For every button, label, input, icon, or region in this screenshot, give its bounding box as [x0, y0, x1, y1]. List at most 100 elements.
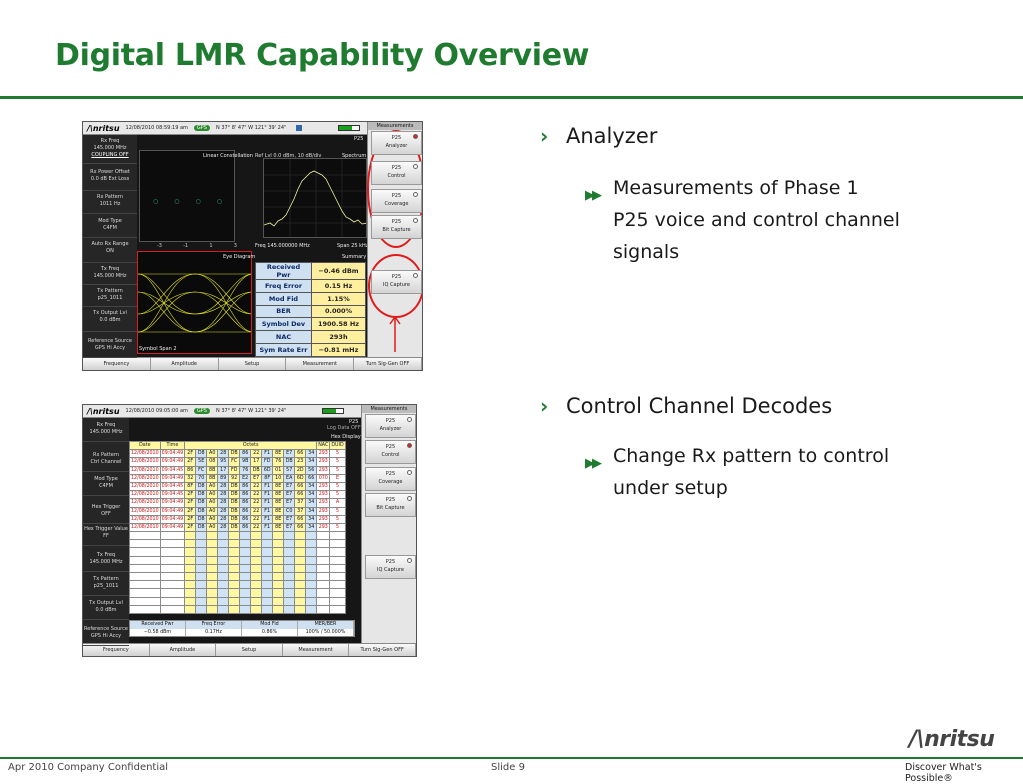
table-cell: 293 [316, 465, 331, 475]
table-cell [316, 547, 331, 557]
save-icon [296, 125, 303, 131]
table-cell [228, 547, 241, 557]
table-cell: 86 [239, 481, 252, 492]
table-cell [184, 596, 197, 606]
table-cell [294, 547, 307, 557]
anritsu-logo: /\nritsu [909, 727, 995, 752]
table-cell: A0 [206, 506, 219, 516]
bottom-softkey[interactable]: Setup [216, 644, 283, 656]
table-cell [129, 580, 161, 590]
bottom-softkey[interactable]: Frequency [83, 358, 151, 370]
table-cell: 32 [184, 473, 197, 483]
table-cell: 293 [316, 457, 331, 467]
table-cell [305, 555, 318, 565]
bottom-softkey[interactable]: Turn Sig-Gen OFF [354, 358, 422, 370]
table-cell: E7 [283, 514, 296, 524]
table-cell: F1 [261, 498, 274, 508]
table-cell [294, 580, 307, 590]
table-cell [283, 596, 296, 606]
table-cell: 293 [316, 514, 331, 524]
table-cell [294, 596, 307, 606]
eye-diagram-panel [137, 251, 252, 354]
table-cell [272, 596, 285, 606]
footer-confidential: Apr 2010 Company Confidential [8, 762, 169, 773]
table-cell [129, 604, 161, 614]
table-cell [250, 539, 263, 549]
softkey-line: P25 [391, 135, 402, 141]
softkey-line: P25 [385, 559, 396, 565]
table-cell [261, 547, 274, 557]
table-cell: 66 [294, 481, 307, 492]
table-cell: 12/08/2010 [129, 473, 161, 483]
bottom-softkey[interactable]: Amplitude [150, 358, 219, 370]
bottom-softkey[interactable]: Turn Sig-Gen OFF [349, 644, 416, 656]
eye-diagram-footer: Symbol Span 2 [139, 346, 177, 352]
softkey-line: Coverage [378, 479, 403, 485]
table-cell [294, 563, 307, 574]
bottom-softkey[interactable]: Amplitude [149, 644, 217, 656]
bottom-softkey[interactable]: Frequency [83, 644, 150, 656]
table-cell [294, 604, 307, 614]
hex-display-tag: Hex Display [331, 434, 361, 440]
table-cell [159, 539, 186, 549]
param-line: Rx Power Offset [90, 169, 130, 175]
table-cell: 01 [272, 465, 285, 475]
table-cell [217, 596, 230, 606]
table-row [129, 563, 346, 574]
param-line: Tx Output Lvl [89, 600, 123, 606]
table-cell [272, 604, 285, 614]
table-cell: 6D [294, 473, 307, 483]
bottom-softkey[interactable]: Measurement [282, 644, 350, 656]
spectrum-span: Span 25 kHz [337, 243, 369, 249]
datetime: 12/08/2010 09:05:00 am [125, 408, 188, 414]
table-cell: E7 [283, 481, 296, 492]
softkey-line: Control [387, 173, 406, 179]
table-cell: C0 [283, 506, 296, 516]
table-cell: 86 [184, 465, 197, 475]
table-cell [159, 588, 186, 598]
bottom-softkey[interactable]: Setup [218, 358, 287, 370]
table-cell: D8 [195, 449, 208, 459]
table-cell [250, 531, 263, 541]
table-cell: 2F [184, 498, 197, 508]
table-cell: 12/08/2010 [129, 522, 161, 533]
softkey-line: Bit Capture [382, 227, 411, 233]
table-row [129, 539, 346, 549]
softkey-line: Control [381, 452, 400, 458]
bottom-softkey[interactable]: Measurement [286, 358, 355, 370]
gps-badge: GPS [193, 408, 210, 414]
radio-indicator-icon [413, 218, 418, 223]
